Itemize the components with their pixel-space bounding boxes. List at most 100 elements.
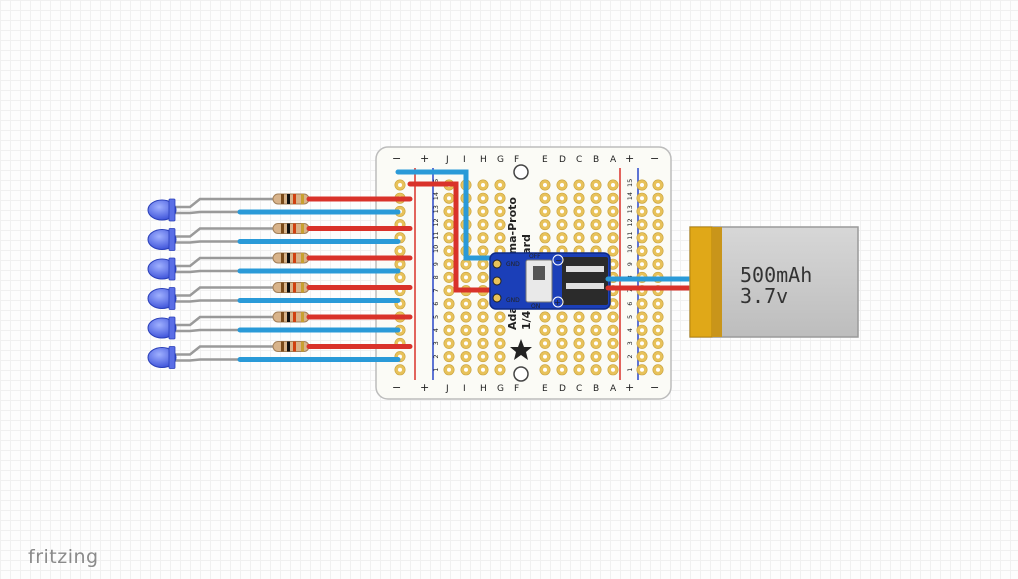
resistor[interactable] xyxy=(272,252,310,264)
pad-hole xyxy=(543,315,547,319)
row-number-right: 15 xyxy=(626,179,634,187)
pad-hole xyxy=(481,249,485,253)
column-letter-bottom: F xyxy=(514,384,519,394)
resistor-band xyxy=(293,194,296,204)
led-anode-lead xyxy=(172,197,275,209)
pad-hole xyxy=(447,235,451,240)
pad-hole xyxy=(640,235,644,240)
switch-module[interactable]: GND OFF GND ON − + xyxy=(489,252,611,310)
resistor[interactable] xyxy=(272,223,310,234)
ground-jumper-wire[interactable] xyxy=(395,169,493,261)
pad-hole xyxy=(447,209,451,214)
row-number-right: 6 xyxy=(626,302,634,306)
fritzing-logo: fritzing xyxy=(28,546,99,568)
rail-plus-label: + xyxy=(625,381,634,394)
pad-hole xyxy=(577,183,581,187)
column-letter-bottom: J xyxy=(445,384,449,394)
column-letter-top: B xyxy=(593,155,599,165)
resistor[interactable] xyxy=(272,311,310,323)
pad-hole xyxy=(577,354,581,359)
led[interactable] xyxy=(147,346,177,369)
pad-hole xyxy=(594,315,598,319)
pad-hole xyxy=(594,196,598,201)
rail-minus-label: − xyxy=(650,152,659,165)
row-number-right: 10 xyxy=(626,245,634,253)
power-jumper-wire[interactable] xyxy=(407,181,493,293)
led-anode-lead xyxy=(172,345,275,356)
pad-hole xyxy=(447,262,451,267)
pad-hole xyxy=(656,341,660,346)
pad-hole xyxy=(594,235,598,240)
pad-hole xyxy=(611,235,615,240)
led-anode-lead xyxy=(172,256,275,268)
pad-hole xyxy=(577,328,581,333)
pad-hole xyxy=(594,222,598,227)
pad-hole xyxy=(560,183,564,187)
resistor-band xyxy=(281,223,284,234)
led[interactable] xyxy=(147,287,177,310)
pad-hole xyxy=(398,183,402,187)
row-number-right: 3 xyxy=(626,341,634,345)
led-cathode-lead xyxy=(172,240,240,244)
pad-hole xyxy=(464,262,468,267)
pad-hole xyxy=(543,235,547,240)
plus-mark: + xyxy=(554,298,561,307)
pad-hole xyxy=(447,275,451,280)
column-letter-top: G xyxy=(497,155,504,165)
resistor-band xyxy=(287,194,290,204)
adafruit-star-icon xyxy=(510,339,532,360)
column-letter-top: C xyxy=(576,155,582,165)
pad-hole xyxy=(498,222,502,227)
pad-hole xyxy=(447,249,451,253)
rail-plus-label: + xyxy=(420,381,429,394)
slide-switch[interactable] xyxy=(525,259,553,303)
pad-hole xyxy=(611,209,615,214)
column-letter-bottom: A xyxy=(610,384,617,394)
led[interactable] xyxy=(147,198,177,222)
pad-hole xyxy=(481,275,485,280)
led[interactable] xyxy=(147,316,177,340)
led-resistor-array[interactable] xyxy=(147,193,413,369)
led[interactable] xyxy=(147,257,177,281)
jst-connector[interactable] xyxy=(562,257,608,305)
pad-hole xyxy=(481,222,485,227)
lipo-battery[interactable]: 500mAh 3.7v xyxy=(689,226,859,338)
label-off: OFF xyxy=(529,253,541,260)
pad-hole xyxy=(640,262,644,267)
resistor-band xyxy=(293,253,296,263)
resistor[interactable] xyxy=(272,341,310,352)
row-number-left: 9 xyxy=(432,262,440,266)
pad-hole xyxy=(640,367,644,372)
pad-hole xyxy=(656,328,660,333)
pad-hole xyxy=(481,341,485,346)
pad-hole xyxy=(398,367,402,372)
pad-hole xyxy=(611,367,615,372)
pad-hole xyxy=(498,235,502,240)
pad-hole xyxy=(560,222,564,227)
pad-hole xyxy=(577,341,581,346)
pad-hole xyxy=(481,209,485,214)
pad-hole xyxy=(640,341,644,346)
resistor[interactable] xyxy=(272,193,310,205)
row-number-right: 14 xyxy=(626,192,634,200)
pad-hole xyxy=(398,249,402,253)
led-anode-lead xyxy=(172,286,275,297)
pad-hole xyxy=(481,354,485,359)
resistor[interactable] xyxy=(272,282,310,293)
label-gnd-bottom: GND xyxy=(506,297,520,304)
led-flange xyxy=(168,287,176,310)
pad-hole xyxy=(543,196,547,201)
led[interactable] xyxy=(147,228,177,251)
wires[interactable] xyxy=(395,169,493,293)
pad-hole xyxy=(656,235,660,240)
led-flange xyxy=(168,228,176,251)
pad-hole xyxy=(447,301,451,306)
row-number-left: 14 xyxy=(432,192,440,200)
slide-switch-knob[interactable] xyxy=(533,266,545,280)
pad-hole xyxy=(398,222,402,227)
row-number-left: 3 xyxy=(432,341,440,345)
pad-hole xyxy=(640,249,644,253)
pad-hole xyxy=(656,196,660,201)
resistor-band xyxy=(293,312,296,322)
